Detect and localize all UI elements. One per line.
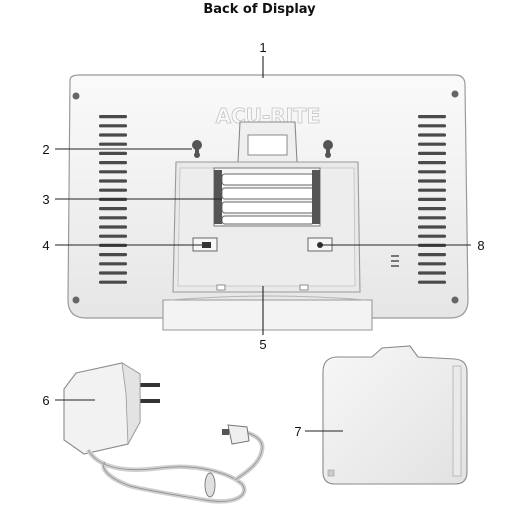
vent-slot [99,170,127,174]
vent-slot [418,142,446,146]
vent-slot [418,124,446,128]
vent-slot [418,161,446,165]
callout-4: 4 [42,238,49,253]
battery-door [322,345,468,485]
vent-slot [418,197,446,201]
vent-slot [418,280,446,284]
vent-slot [99,271,127,275]
vent-slot [99,262,127,266]
battery-holder [213,167,321,227]
vent-slot [99,188,127,192]
vent-slot [418,207,446,211]
vent-slot [99,216,127,220]
callout-8: 8 [477,238,484,253]
leader-lines [55,56,471,432]
screw-icon [72,296,80,304]
vent-slot [99,161,127,165]
screw-icon [72,92,80,100]
vent-slot [418,115,446,119]
vent-slot [418,188,446,192]
vent-slot [99,280,127,284]
keyhole-hanger-left [192,140,202,158]
vent-slot [418,262,446,266]
vent-slot [99,225,127,229]
vent-slot [418,133,446,137]
vent-slot [418,151,446,155]
vent-slot [418,253,446,257]
callout-3: 3 [42,192,49,207]
vent-slot [418,179,446,183]
screw-icon [451,296,459,304]
vent-slot [99,115,127,119]
callout-5: 5 [259,337,266,352]
diagram-title: Back of Display [203,2,316,17]
display-back-housing: ACU-RITE [67,74,469,331]
vent-slot [99,142,127,146]
vent-slot [418,225,446,229]
vent-slot [99,253,127,257]
vent-slot [99,124,127,128]
vent-slot [99,179,127,183]
keyhole-hanger-right [323,140,333,158]
callout-2: 2 [42,142,49,157]
vent-slot [418,234,446,238]
callout-7: 7 [294,424,301,439]
vent-slot [418,216,446,220]
vent-slot [99,234,127,238]
screw-icon [451,90,459,98]
callout-labels: 1 2 3 4 5 6 7 8 [42,40,484,439]
ac-adapter [63,362,265,504]
vent-slot [418,170,446,174]
right-vent-grill [418,115,446,284]
vent-slot [99,133,127,137]
callout-1: 1 [259,40,266,55]
vent-slot [418,271,446,275]
vent-slot [99,151,127,155]
vent-slot [99,207,127,211]
callout-6: 6 [42,393,49,408]
